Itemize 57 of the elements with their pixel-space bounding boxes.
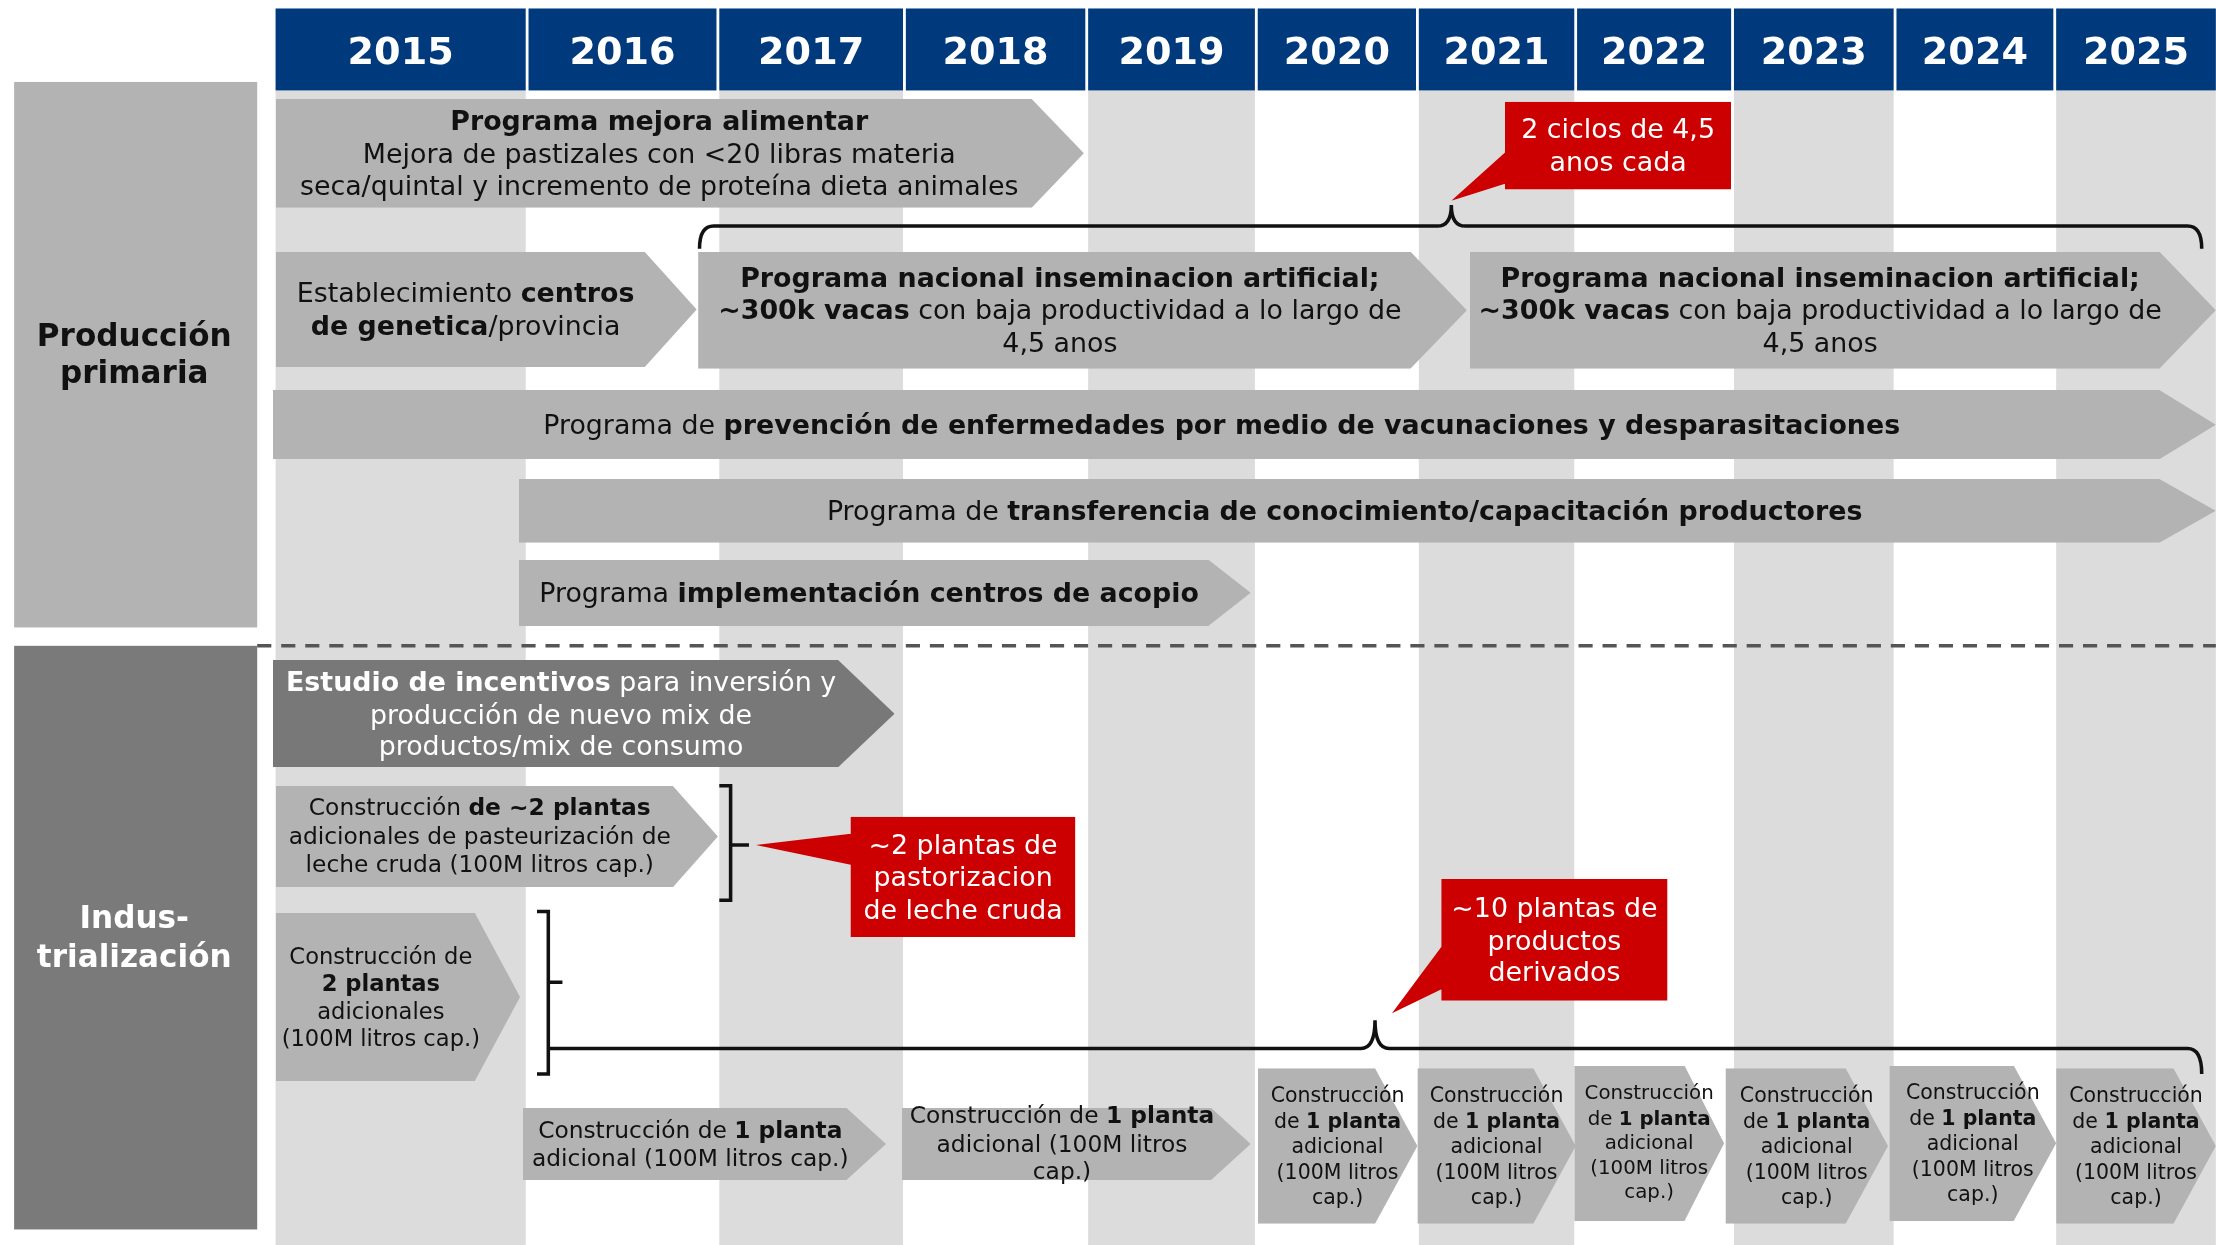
activity-label: Construcción de 2 plantas adicionales (100M litros cap.) xyxy=(281,942,481,1052)
activity-block xyxy=(272,390,2216,460)
year-header: 2020 xyxy=(1257,8,1416,91)
year-header: 2023 xyxy=(1733,8,1894,91)
activity-label: Programa de transferencia de conocimiento/capacitación productores xyxy=(826,494,1863,527)
year-header: 2016 xyxy=(528,8,717,91)
activity-label: Construcción de ~2 plantas adicionales de pasteurización de leche cruda (100M litros cap.) xyxy=(287,794,672,879)
activity-block xyxy=(518,559,1251,627)
activity-label: Programa mejora alimentar xyxy=(450,105,869,138)
callout-text: 2 ciclos de 4,5 anos cada xyxy=(1520,113,1716,178)
section-title: Indus-trialización xyxy=(35,900,233,975)
activity-block xyxy=(275,785,718,888)
year-header: 2019 xyxy=(1088,8,1255,91)
activity-block xyxy=(275,912,521,1082)
callout-text: ~10 plantas de productos derivados xyxy=(1450,891,1659,989)
activity-block xyxy=(518,479,2216,543)
year-header: 2018 xyxy=(905,8,1086,91)
activity-label: Construcción de 1 planta adicional (100M litros cap.) xyxy=(1269,1082,1406,1211)
year-header: 2025 xyxy=(2056,8,2216,91)
section-header xyxy=(14,645,258,1230)
activity-block xyxy=(275,98,1084,208)
activity-block xyxy=(1725,1068,1888,1224)
activity-block xyxy=(2056,1068,2216,1224)
activity-label: Establecimiento centros de genetica/provincia xyxy=(295,277,636,342)
activity-block xyxy=(1469,251,2216,369)
callout-box xyxy=(1391,879,1668,1014)
activity-label: Mejora de pastizales con <20 libras materia seca/quintal y incremento de proteína dieta animales xyxy=(298,137,1020,202)
activity-block xyxy=(522,1107,887,1180)
callout-box xyxy=(756,816,1076,937)
activity-label: Programa nacional inseminacion artificial; ~300k vacas con baja productividad a lo largo de 4,5 anos xyxy=(1477,261,2163,359)
activity-label: Programa nacional inseminacion artificial; ~300k vacas con baja productividad a lo largo de 4,5 anos xyxy=(717,261,1403,359)
year-header: 2017 xyxy=(719,8,903,91)
activity-label: Construcción de 1 planta adicional (100M litros cap.) xyxy=(1583,1081,1715,1205)
activity-label: Construcción de 1 planta adicional (100M litros cap.) xyxy=(1904,1079,2041,1208)
year-header: 2015 xyxy=(275,8,526,91)
activity-block xyxy=(698,251,1467,369)
activity-label: Construcción de 1 planta adicional (100M litros cap.) xyxy=(2068,1082,2204,1211)
year-header: 2022 xyxy=(1577,8,1732,91)
activity-label: Programa implementación centros de acopio xyxy=(539,576,1199,609)
activity-label: Estudio de incentivos para inversión y producción de nuevo mix de productos/mix de consumo xyxy=(284,665,838,762)
year-header: 2021 xyxy=(1418,8,1575,91)
callout-text: ~2 plantas de pastorizacion de leche cruda xyxy=(862,828,1064,926)
year-header: 2024 xyxy=(1896,8,2054,91)
activity-label: Programa de prevención de enfermedades por medio de vacunaciones y desparasitaciones xyxy=(543,408,1901,441)
activity-block xyxy=(1889,1065,2057,1221)
activity-label: Construcción de 1 planta adicional (100M litros cap.) xyxy=(1428,1082,1565,1211)
activity-label: Construcción de 1 planta adicional (100M litros cap.) xyxy=(908,1102,1216,1186)
activity-block xyxy=(1574,1065,1725,1221)
callout-box xyxy=(1451,101,1732,201)
activity-label: Construcción de 1 planta adicional (100M litros cap.) xyxy=(531,1116,850,1172)
section-header xyxy=(14,81,258,628)
activity-block xyxy=(275,251,697,368)
activity-block xyxy=(272,659,895,768)
activity-label: Construcción de 1 planta adicional (100M litros cap.) xyxy=(1738,1082,1875,1211)
activity-block xyxy=(1257,1068,1418,1224)
section-title: Producción primaria xyxy=(35,317,233,392)
activity-block xyxy=(1417,1068,1576,1224)
